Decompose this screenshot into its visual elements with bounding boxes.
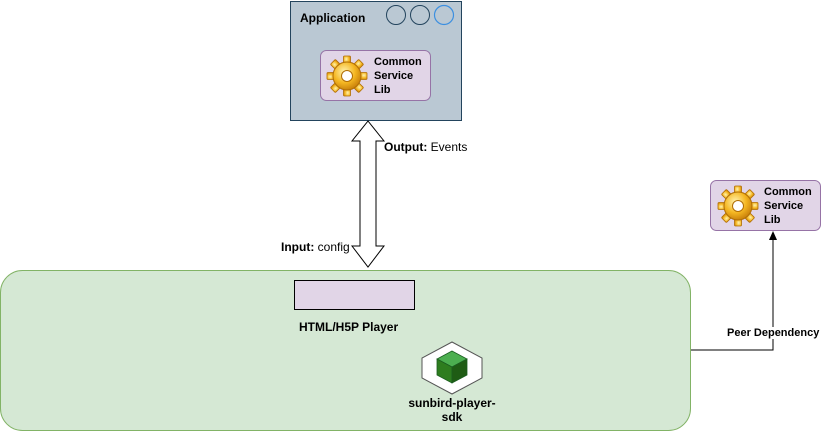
lib-app-line1: Common (374, 56, 422, 68)
input-output-arrow[interactable] (350, 120, 386, 268)
peer-dependency-label: Peer Dependency (726, 327, 821, 339)
output-label: Output: Events (384, 140, 467, 154)
input-key: Input: (281, 240, 315, 254)
gear-icon (326, 55, 368, 97)
lib-peer-line2: Service (764, 200, 804, 212)
lib-app-line3: Lib (374, 84, 391, 96)
output-key: Output: (384, 140, 428, 154)
html-h5p-player-box[interactable] (294, 280, 415, 310)
sdk-label-line2: sdk (441, 410, 463, 424)
common-service-lib-peer-label: Common Service Lib (764, 185, 812, 227)
peer-dependency-connector[interactable] (691, 238, 774, 351)
common-service-lib-app-label: Common Service Lib (374, 55, 422, 97)
sdk-label-line1: sunbird-player- (408, 396, 496, 410)
lib-app-line2: Service (374, 70, 414, 82)
lib-peer-line1: Common (764, 186, 812, 198)
lib-peer-line3: Lib (764, 214, 781, 226)
gear-icon (717, 185, 759, 227)
input-value: config (314, 240, 350, 254)
sdk-label: sunbird-player- sdk (402, 396, 502, 424)
cube-icon (421, 341, 483, 395)
window-button-3[interactable] (433, 4, 455, 26)
window-button-2[interactable] (410, 5, 430, 25)
output-value: Events (427, 140, 468, 154)
html-h5p-player-label: HTML/H5P Player (299, 320, 399, 334)
window-button-1[interactable] (386, 5, 406, 25)
peer-dependency-arrowhead (769, 231, 777, 240)
player-container[interactable] (0, 270, 691, 431)
application-title: Application (300, 11, 366, 25)
input-label: Input: config (281, 240, 350, 254)
